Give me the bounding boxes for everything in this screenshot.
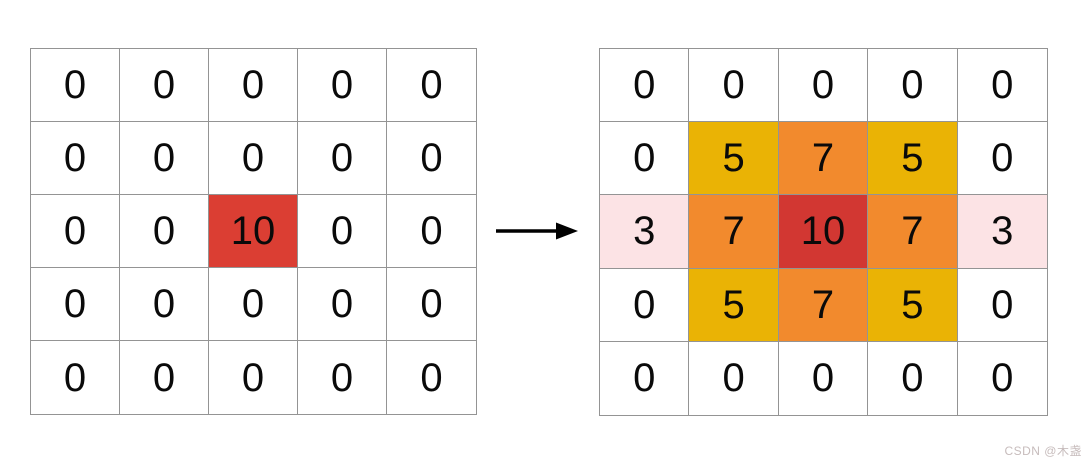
- right-arrow-icon: [496, 222, 578, 240]
- grid-cell: 5: [868, 268, 958, 342]
- grid-cell: 7: [778, 268, 869, 342]
- grid-cell: 0: [957, 122, 1047, 196]
- grid-cell: 0: [600, 49, 690, 123]
- grid-cell: 0: [298, 341, 387, 414]
- grid-cell: 0: [209, 49, 298, 122]
- grid-cell: 0: [209, 122, 298, 195]
- grid-cell: 0: [31, 195, 120, 268]
- watermark: CSDN @木盏: [1004, 444, 1082, 458]
- grid-cell: 0: [209, 341, 298, 414]
- grid-cell: 0: [957, 341, 1047, 415]
- grid-cell: 0: [868, 341, 958, 415]
- grid-cell: 5: [689, 268, 779, 342]
- grid-cell: 0: [689, 341, 779, 415]
- grid-cell: 0: [298, 268, 387, 341]
- grid-cell: 0: [868, 49, 958, 123]
- grid-cell: 0: [120, 49, 209, 122]
- grid-cell: 0: [689, 49, 779, 123]
- grid-cell: 0: [31, 268, 120, 341]
- grid-cell: 0: [298, 195, 387, 268]
- grid-cell: 10: [209, 195, 298, 268]
- grid-cell: 0: [120, 268, 209, 341]
- grid-cell: 0: [600, 122, 690, 196]
- grid-cell: 5: [689, 122, 779, 196]
- grid-cell: 0: [31, 341, 120, 414]
- grid-cell: 0: [120, 195, 209, 268]
- grid-cell: 7: [778, 122, 869, 196]
- grid-cell: 3: [600, 195, 690, 269]
- grid-cell: 0: [600, 341, 690, 415]
- grid-cell: 0: [387, 49, 476, 122]
- grid-cell: 0: [298, 122, 387, 195]
- grid-cell: 0: [387, 268, 476, 341]
- grid-cell: 5: [868, 122, 958, 196]
- grid-cell: 0: [31, 49, 120, 122]
- grid-cell: 0: [387, 341, 476, 414]
- grid-cell: 0: [778, 49, 869, 123]
- grid-cell: 0: [957, 268, 1047, 342]
- grid-cell: 0: [957, 49, 1047, 123]
- grid-cell: 0: [778, 341, 869, 415]
- grid-cell: 0: [120, 341, 209, 414]
- grid-cell: 0: [600, 268, 690, 342]
- grid-cell: 0: [209, 268, 298, 341]
- grid-cell: 0: [387, 122, 476, 195]
- grid-cell: 0: [120, 122, 209, 195]
- grid-cell: 0: [387, 195, 476, 268]
- grid-cell: 0: [298, 49, 387, 122]
- grid-cell: 7: [868, 195, 958, 269]
- grid-cell: 0: [31, 122, 120, 195]
- grid-cell: 10: [778, 195, 869, 269]
- grid-cell: 3: [957, 195, 1047, 269]
- grid-cell: 7: [689, 195, 779, 269]
